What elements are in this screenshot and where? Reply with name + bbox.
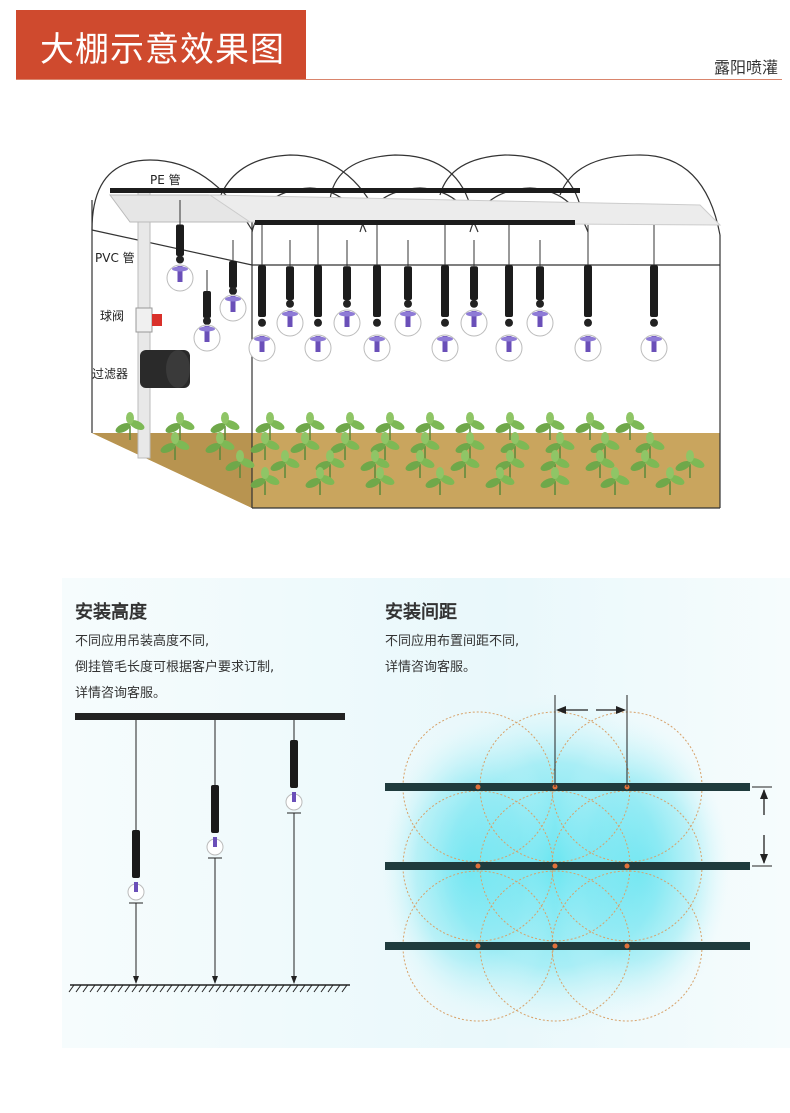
- sprinkler-point: [475, 943, 481, 949]
- title-divider: [16, 79, 782, 80]
- hanging-sprinkler: [640, 225, 668, 362]
- plant: [540, 467, 570, 495]
- pe-pipe-back: [110, 188, 580, 193]
- plant: [455, 412, 485, 440]
- plant: [675, 450, 705, 478]
- plant: [160, 432, 190, 460]
- spacing-line: 详情咨询客服。: [385, 660, 477, 675]
- label-ball-valve: 球阀: [100, 309, 124, 323]
- plant: [450, 450, 480, 478]
- plant: [115, 412, 145, 440]
- plant: [425, 467, 455, 495]
- height-sprinkler: [285, 720, 303, 984]
- hanging-sprinkler: [574, 225, 602, 362]
- height-line: 倒挂管毛长度可根据客户要求订制,: [75, 660, 275, 675]
- label-pe-pipe: PE 管: [150, 172, 181, 187]
- hanging-sprinkler: [193, 270, 221, 352]
- height-line: 详情咨询客服。: [75, 686, 167, 701]
- label-pvc-pipe: PVC 管: [95, 250, 135, 265]
- height-illustration: [68, 713, 350, 993]
- plant: [255, 412, 285, 440]
- hanging-sprinkler: [276, 240, 304, 337]
- plant: [590, 432, 620, 460]
- plant: [405, 450, 435, 478]
- plant: [585, 450, 615, 478]
- height-section-title: 安装高度: [75, 602, 147, 623]
- hanging-sprinkler: [219, 240, 247, 322]
- plant: [270, 450, 300, 478]
- pe-pipe-front: [255, 220, 575, 225]
- plant: [335, 412, 365, 440]
- plant: [165, 412, 195, 440]
- plant: [250, 432, 280, 460]
- plant: [495, 412, 525, 440]
- plant: [375, 412, 405, 440]
- height-line: 不同应用吊装高度不同,: [75, 634, 210, 649]
- sprinkler-point: [624, 863, 630, 869]
- plant: [210, 412, 240, 440]
- plant: [485, 467, 515, 495]
- hanging-sprinkler: [363, 225, 391, 362]
- plant: [635, 432, 665, 460]
- plant: [655, 467, 685, 495]
- plant: [365, 467, 395, 495]
- plant: [410, 432, 440, 460]
- plant: [330, 432, 360, 460]
- plant: [615, 412, 645, 440]
- hanging-sprinkler: [460, 240, 488, 337]
- height-sprinkler: [127, 720, 145, 984]
- plant: [225, 450, 255, 478]
- sprinkler-point: [552, 863, 558, 869]
- label-filter: 过滤器: [92, 367, 128, 381]
- title-banner: 大棚示意效果图: [16, 10, 306, 80]
- sprinkler-point: [552, 943, 558, 949]
- hanging-sprinkler: [526, 240, 554, 337]
- height-sprinkler: [206, 720, 224, 984]
- page-title: 大棚示意效果图: [40, 30, 285, 70]
- plant: [205, 432, 235, 460]
- plant-rows: [115, 412, 705, 495]
- plant: [535, 412, 565, 440]
- sprinkler-point: [475, 784, 481, 790]
- plant: [630, 450, 660, 478]
- plant: [290, 432, 320, 460]
- ball-valve: [135, 307, 153, 333]
- spacing-section-title: 安装间距: [385, 602, 457, 623]
- spacing-line: 不同应用布置间距不同,: [385, 634, 520, 649]
- plant: [415, 412, 445, 440]
- plant: [305, 467, 335, 495]
- hanging-sprinkler: [495, 225, 523, 362]
- hanging-sprinkler: [333, 240, 361, 337]
- hanging-sprinkler: [304, 225, 332, 362]
- plant: [455, 432, 485, 460]
- plant: [545, 432, 575, 460]
- brand-label: 露阳喷灌: [713, 58, 778, 77]
- hanging-sprinkler: [394, 240, 422, 337]
- plant: [250, 467, 280, 495]
- hanging-sprinkler: [431, 225, 459, 362]
- hanging-sprinkler: [166, 200, 194, 292]
- plant: [360, 450, 390, 478]
- hanging-sprinklers: [166, 200, 668, 362]
- plant: [295, 412, 325, 440]
- sprinkler-point: [475, 863, 481, 869]
- plant: [500, 432, 530, 460]
- hanging-sprinkler: [248, 225, 276, 362]
- plant: [575, 412, 605, 440]
- spacing-illustration: [380, 695, 772, 1035]
- sprinkler-point: [624, 943, 630, 949]
- plant: [600, 467, 630, 495]
